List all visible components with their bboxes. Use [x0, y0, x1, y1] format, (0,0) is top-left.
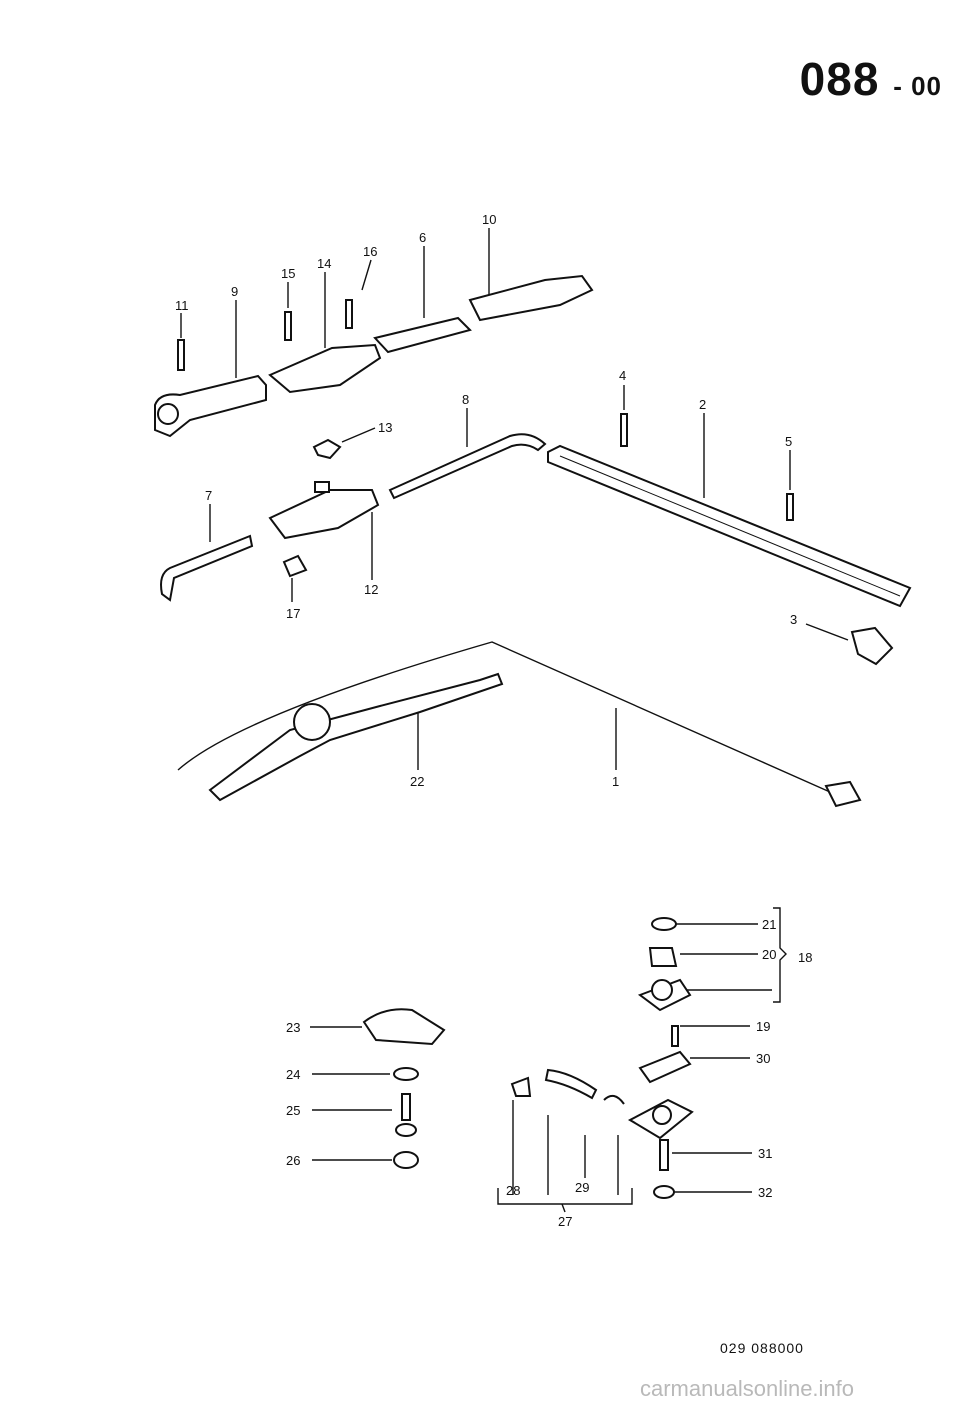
page-suffix: - 00: [893, 71, 942, 101]
callout-11: 11: [175, 298, 189, 313]
callout-21: 21: [762, 917, 776, 932]
callout-10: 10: [482, 212, 496, 227]
callout-30: 30: [756, 1051, 770, 1066]
callout-1: 1: [612, 774, 619, 789]
callout-19: 19: [756, 1019, 770, 1034]
callout-2: 2: [699, 397, 706, 412]
callout-13: 13: [378, 420, 392, 435]
callout-7: 7: [205, 488, 212, 503]
callout-25: 25: [286, 1103, 300, 1118]
callout-15: 15: [281, 266, 295, 281]
page-code: 088: [799, 53, 880, 105]
callout-3: 3: [790, 612, 797, 627]
callout-6: 6: [419, 230, 426, 245]
callout-29: 29: [575, 1180, 589, 1195]
callout-16: 16: [363, 244, 377, 259]
callout-17: 17: [286, 606, 300, 621]
page-number: 088 - 00: [800, 52, 942, 106]
callout-18: 18: [798, 950, 812, 965]
callout-24: 24: [286, 1067, 300, 1082]
callout-8: 8: [462, 392, 469, 407]
watermark: carmanualsonline.info: [640, 1376, 855, 1401]
callout-26: 26: [286, 1153, 300, 1168]
callout-32: 32: [758, 1185, 772, 1200]
callout-12: 12: [364, 582, 378, 597]
callout-5: 5: [785, 434, 792, 449]
callout-4: 4: [619, 368, 626, 383]
callout-31: 31: [758, 1146, 772, 1161]
figure-reference-number: 029 088000: [720, 1340, 804, 1356]
callout-28: 28: [506, 1183, 520, 1198]
callout-20: 20: [762, 947, 776, 962]
callout-23: 23: [286, 1020, 300, 1035]
callout-27: 27: [558, 1214, 572, 1229]
callout-22: 22: [410, 774, 424, 789]
callout-9: 9: [231, 284, 238, 299]
callout-14: 14: [317, 256, 331, 271]
